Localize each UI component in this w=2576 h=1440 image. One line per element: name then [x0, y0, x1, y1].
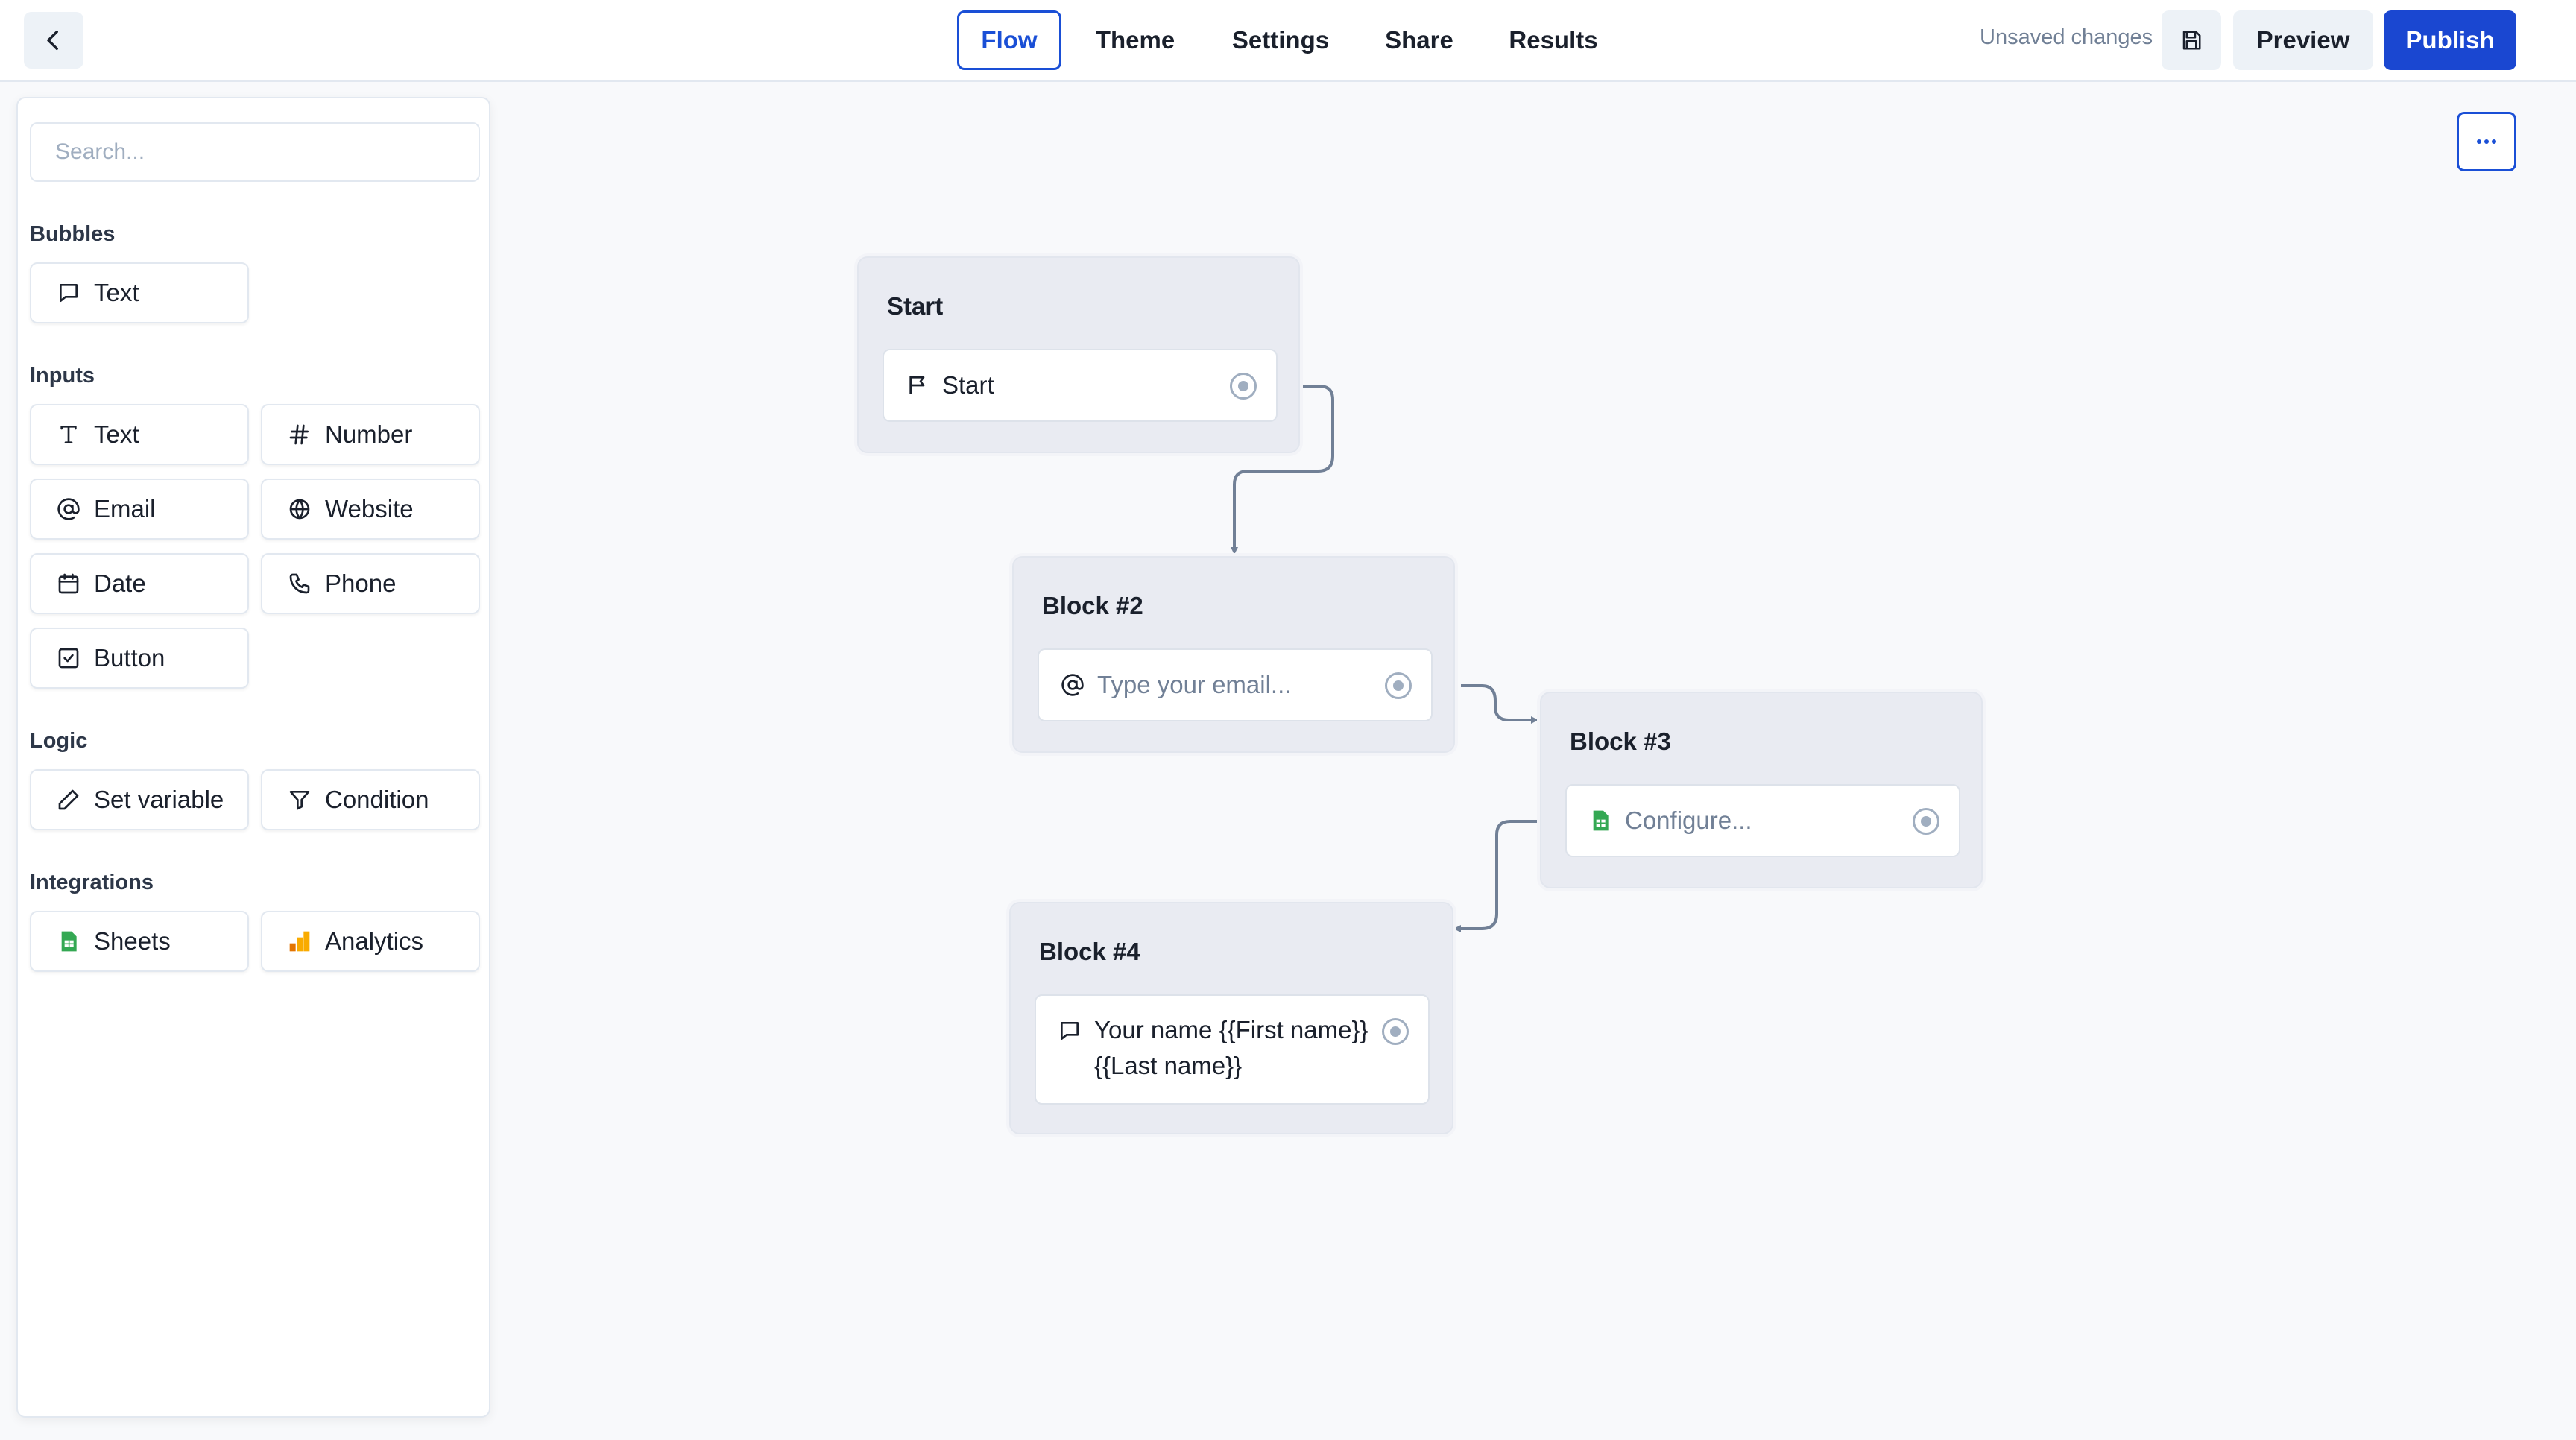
step-text: Configure...: [1625, 806, 1752, 834]
output-port[interactable]: [1913, 808, 1939, 835]
step-email-input[interactable]: Type your email...: [1038, 648, 1433, 721]
tab-theme[interactable]: Theme: [1095, 26, 1175, 54]
flag-icon: [905, 373, 930, 398]
more-options-button[interactable]: [2457, 112, 2516, 171]
output-port[interactable]: [1385, 672, 1412, 699]
output-port[interactable]: [1230, 373, 1257, 400]
step-text-line: Your name {{First name}}: [1094, 1016, 1368, 1043]
text-t-icon: [57, 423, 80, 446]
tool-logic-condition[interactable]: Condition: [261, 769, 480, 830]
calendar-icon: [57, 572, 80, 596]
tool-input-date[interactable]: Date: [30, 553, 249, 614]
publish-button[interactable]: Publish: [2384, 10, 2516, 70]
tool-input-button[interactable]: Button: [30, 628, 249, 689]
at-icon: [57, 497, 80, 521]
step-sheets[interactable]: Configure...: [1565, 784, 1960, 857]
section-label-integrations: Integrations: [30, 871, 154, 894]
tool-label: Website: [325, 495, 414, 522]
sheets-icon: [1588, 808, 1613, 833]
save-icon: [2182, 31, 2201, 50]
checkbox-icon: [57, 646, 80, 670]
tool-integration-analytics[interactable]: Analytics: [261, 911, 480, 972]
edge-start-to-block2: [1231, 385, 1334, 555]
tab-share[interactable]: Share: [1385, 26, 1453, 54]
tool-input-website[interactable]: Website: [261, 479, 480, 540]
hash-icon: [288, 423, 312, 446]
edge-block2-to-block3: [1461, 684, 1538, 724]
tool-bubble-text[interactable]: Text: [30, 262, 249, 323]
tool-label: Email: [94, 495, 156, 522]
globe-icon: [288, 497, 312, 521]
step-text-line: {{Last name}}: [1094, 1052, 1243, 1079]
save-button[interactable]: [2162, 10, 2221, 70]
tool-label: Condition: [325, 786, 429, 813]
tool-input-text[interactable]: Text: [30, 404, 249, 465]
flow-block-start[interactable]: Start Start: [857, 256, 1300, 453]
tool-label: Button: [94, 644, 165, 672]
block-title: Block #2: [1042, 592, 1143, 619]
preview-button[interactable]: Preview: [2233, 10, 2373, 70]
section-label-bubbles: Bubbles: [30, 222, 116, 246]
unsaved-status: Unsaved changes: [1980, 25, 2153, 49]
back-button[interactable]: [24, 12, 83, 69]
chat-bubble-icon: [1057, 1018, 1082, 1043]
edge-block3-to-block4: [1453, 820, 1540, 932]
sheets-icon: [57, 929, 80, 953]
flow-block-4[interactable]: Block #4 Your name {{First name}} {{Last…: [1009, 902, 1453, 1134]
tool-label: Text: [94, 279, 139, 306]
step-text-bubble[interactable]: Your name {{First name}} {{Last name}}: [1035, 994, 1430, 1105]
tab-settings[interactable]: Settings: [1231, 26, 1330, 54]
tool-label: Number: [325, 420, 413, 448]
tool-input-number[interactable]: Number: [261, 404, 480, 465]
filter-icon: [288, 788, 312, 812]
tool-label: Phone: [325, 569, 397, 597]
section-label-logic: Logic: [30, 729, 88, 753]
chat-bubble-icon: [57, 281, 80, 305]
top-bar: Flow Theme Settings Share Results Unsave…: [0, 0, 2576, 82]
chevron-left-icon: [47, 30, 58, 51]
step-text: Type your email...: [1097, 671, 1292, 698]
tab-flow[interactable]: Flow: [957, 10, 1061, 70]
pencil-icon: [57, 788, 80, 812]
at-icon: [1060, 672, 1085, 698]
block-title: Block #3: [1570, 727, 1671, 755]
tool-input-phone[interactable]: Phone: [261, 553, 480, 614]
step-text: Start: [942, 371, 994, 399]
flow-block-3[interactable]: Block #3 Configure...: [1540, 692, 1983, 888]
search-input[interactable]: [30, 122, 480, 182]
tool-logic-set-variable[interactable]: Set variable: [30, 769, 249, 830]
analytics-icon: [288, 929, 312, 953]
more-dots-icon: [2477, 139, 2496, 144]
section-label-inputs: Inputs: [30, 364, 95, 388]
block-title: Start: [887, 292, 944, 320]
tool-label: Set variable: [94, 786, 224, 813]
tool-input-email[interactable]: Email: [30, 479, 249, 540]
tool-label: Analytics: [325, 927, 424, 955]
step-start[interactable]: Start: [883, 349, 1278, 422]
tab-results[interactable]: Results: [1509, 26, 1598, 54]
tool-label: Text: [94, 420, 139, 448]
phone-icon: [288, 572, 312, 596]
blocks-sidebar: Bubbles Text Inputs Text Number Email We…: [16, 97, 490, 1418]
step-text: Your name {{First name}} {{Last name}}: [1094, 1012, 1368, 1084]
tool-label: Sheets: [94, 927, 171, 955]
tool-label: Date: [94, 569, 146, 597]
block-title: Block #4: [1039, 938, 1140, 965]
tool-integration-sheets[interactable]: Sheets: [30, 911, 249, 972]
output-port[interactable]: [1382, 1018, 1409, 1045]
flow-block-2[interactable]: Block #2 Type your email...: [1012, 556, 1455, 753]
